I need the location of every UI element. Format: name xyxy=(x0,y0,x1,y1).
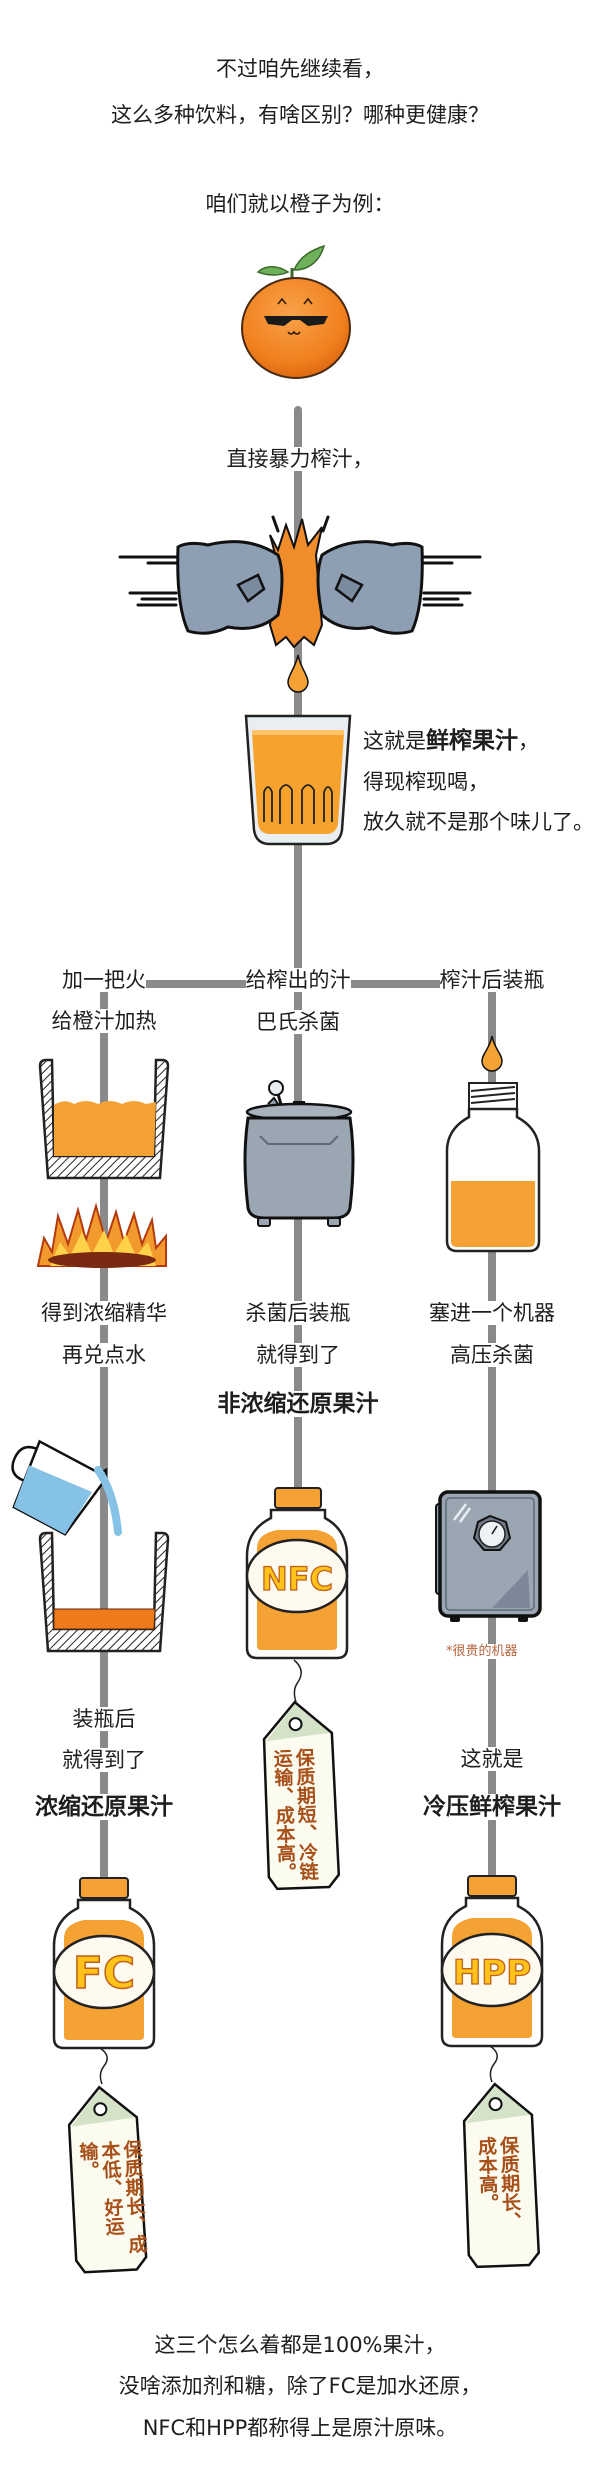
middle-step1-line2: 巴氏杀菌 xyxy=(256,1010,340,1034)
fresh-juice-line-2: 得现榨现喝， xyxy=(363,770,489,794)
fc-tag-text: 保质期长、成本低、好运输。 xyxy=(76,2139,148,2255)
fire-icon xyxy=(36,1202,167,1268)
pasteurizer-pot-icon xyxy=(243,1080,355,1227)
nfc-bottle-label: NFC xyxy=(261,1560,333,1598)
glass-bottle-icon xyxy=(445,1082,541,1253)
conclusion-line-2: 没啥添加剂和糖，除了FC是加水还原， xyxy=(118,2374,482,2398)
left-result-title: 浓缩还原果汁 xyxy=(35,1794,173,1820)
fresh-juice-suffix: ， xyxy=(518,729,539,753)
conclusion-line-3: NFC和HPP都称得上是原汁原味。 xyxy=(142,2416,458,2440)
left-step1-line2: 给橙汁加热 xyxy=(51,1009,157,1033)
fresh-juice-prefix: 这就是 xyxy=(363,729,426,753)
left-step3-line1: 装瓶后 xyxy=(72,1707,136,1731)
nfc-bottle-icon: NFC xyxy=(245,1487,349,1660)
middle-step2-line1: 杀菌后装瓶 xyxy=(245,1301,351,1325)
intro-line-1: 不过咱先继续看， xyxy=(216,57,384,81)
fresh-juice-title: 这就是鲜榨果汁， xyxy=(363,725,539,757)
flow-line-right xyxy=(488,980,496,1960)
hpp-bottle-icon: HPP xyxy=(440,1875,544,2048)
fc-bottle-label: FC xyxy=(73,1948,135,1999)
fc-bottle-icon: FC xyxy=(52,1877,156,2050)
hpp-bottle-label: HPP xyxy=(453,1953,531,1993)
conclusion-line-1: 这三个怎么着都是100%果汁， xyxy=(154,2333,446,2357)
hpp-machine-icon xyxy=(435,1490,542,1622)
right-step2-line2: 高压杀菌 xyxy=(450,1343,534,1367)
juice-drop-icon xyxy=(287,654,309,693)
diluted-pot-icon xyxy=(38,1531,170,1653)
fresh-juice-line-3: 放久就不是那个味儿了。 xyxy=(363,810,594,834)
middle-step1-line1: 给榨出的汁 xyxy=(245,968,351,992)
right-result-title: 冷压鲜榨果汁 xyxy=(423,1794,561,1820)
fc-tag-string xyxy=(99,2047,108,2085)
fresh-juice-name: 鲜榨果汁 xyxy=(426,728,518,754)
fists-punch-icon xyxy=(118,515,482,649)
heating-pot-icon xyxy=(38,1058,170,1180)
left-step3-line2: 就得到了 xyxy=(62,1748,146,1772)
right-step2-line1: 塞进一个机器 xyxy=(429,1301,555,1325)
orange-mascot-icon xyxy=(241,244,351,379)
water-jug-icon xyxy=(11,1439,122,1536)
step-squeeze-label: 直接暴力榨汁， xyxy=(0,443,600,475)
hpp-price-tag: 保质期长、成本高。 xyxy=(461,2081,541,2269)
juice-glass-icon xyxy=(244,714,352,846)
fc-price-tag: 保质期长、成本低、好运输。 xyxy=(65,2083,148,2275)
nfc-price-tag: 保质期短、冷链运输、成本高。 xyxy=(261,1699,341,1891)
hpp-tag-string xyxy=(489,2045,498,2083)
right-step3-line1: 这就是 xyxy=(460,1747,524,1771)
intro-line-2: 这么多种饮料，有啥区别？哪种更健康？ xyxy=(111,103,489,127)
flow-line-middle xyxy=(294,980,302,1490)
machine-note: *很贵的机器 xyxy=(446,1644,518,1659)
left-step2-line1: 得到浓缩精华 xyxy=(41,1301,167,1325)
middle-step2-line2: 就得到了 xyxy=(256,1343,340,1367)
left-step1-line1: 加一把火 xyxy=(62,968,146,992)
step-squeeze-text: 直接暴力榨汁， xyxy=(226,447,374,471)
small-drop-icon xyxy=(481,1035,503,1072)
right-step1-line1: 榨汁后装瓶 xyxy=(439,968,545,992)
nfc-tag-text: 保质期短、冷链运输、成本高。 xyxy=(270,1747,319,1882)
left-step2-line2: 再兑点水 xyxy=(62,1343,146,1367)
hpp-tag-text: 保质期长、成本高。 xyxy=(474,2135,522,2232)
middle-result-title: 非浓缩还原果汁 xyxy=(217,1391,379,1417)
intro-example: 咱们就以橙子为例： xyxy=(205,192,395,216)
nfc-tag-string xyxy=(293,1659,302,1703)
